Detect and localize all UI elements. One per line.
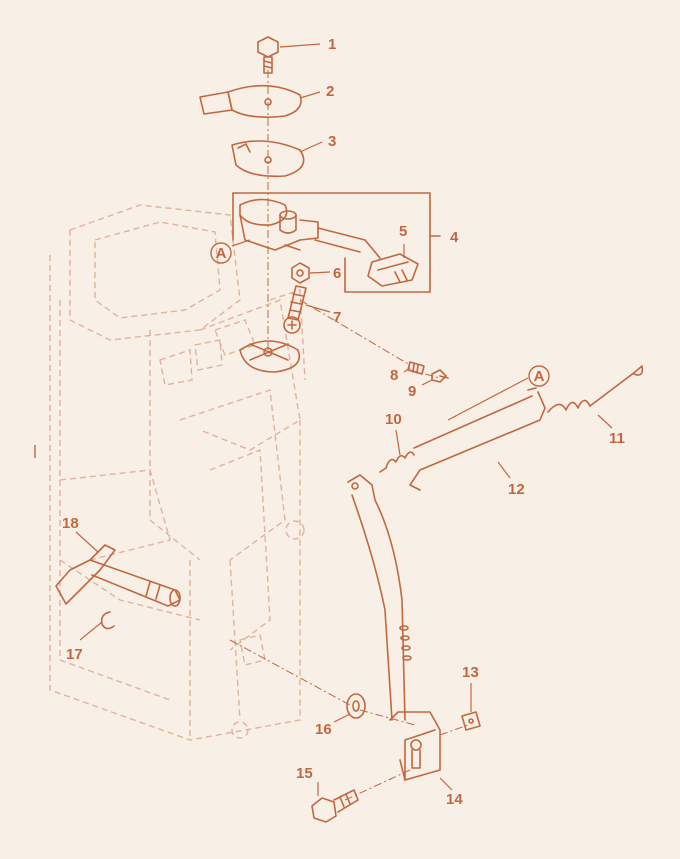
callout-3: 3	[328, 133, 336, 150]
callout-11: 11	[609, 430, 625, 447]
callout-2: 2	[326, 83, 334, 100]
callout-4: 4	[450, 229, 459, 246]
washer-part-16	[346, 693, 366, 719]
callout-15: 15	[296, 765, 313, 782]
spring-part-10	[379, 451, 415, 473]
callout-17: 17	[66, 646, 83, 663]
plate-part-2	[199, 84, 302, 118]
clip-part-17	[100, 611, 115, 630]
callout-6: 6	[333, 265, 341, 282]
reference-mark-left: A	[210, 242, 232, 264]
governor-assembly	[239, 198, 381, 259]
reference-mark-right: A	[528, 365, 550, 387]
callout-16: 16	[315, 721, 332, 738]
callout-7: 7	[333, 309, 341, 326]
alignment-lines	[229, 70, 469, 801]
callout-numbers: 1 2 3 4 5 6 7 8 9 10 11 12 13 14 15 16 1…	[62, 36, 625, 808]
leader-lines	[75, 43, 613, 796]
governor-base-plate	[239, 340, 300, 373]
plate-part-3	[231, 140, 305, 178]
callout-10: 10	[385, 411, 402, 428]
bolt-part-1	[257, 36, 279, 74]
assembly-box-part-4	[232, 192, 441, 293]
screw-part-7	[283, 285, 307, 334]
rod-part-12	[409, 387, 546, 491]
bolt-part-9	[431, 369, 449, 383]
bolt-part-15	[311, 789, 359, 823]
reference-mark-right-label: A	[534, 368, 545, 385]
spring-part-11	[547, 365, 644, 413]
callout-8: 8	[390, 367, 398, 384]
screw-part-8	[407, 361, 425, 375]
nut-part-13	[461, 711, 481, 731]
callout-12: 12	[508, 481, 525, 498]
callout-1: 1	[328, 36, 336, 53]
reference-mark-left-label: A	[216, 245, 227, 262]
connector-part-5	[367, 253, 419, 287]
callout-14: 14	[446, 791, 463, 808]
engine-block-outline	[49, 204, 306, 741]
callout-5: 5	[399, 223, 407, 240]
callout-13: 13	[462, 664, 479, 681]
shaft-part-18	[55, 544, 181, 607]
nut-part-6	[291, 262, 310, 284]
callout-18: 18	[62, 515, 79, 532]
callout-9: 9	[408, 383, 416, 400]
arm-part-14	[347, 474, 441, 781]
